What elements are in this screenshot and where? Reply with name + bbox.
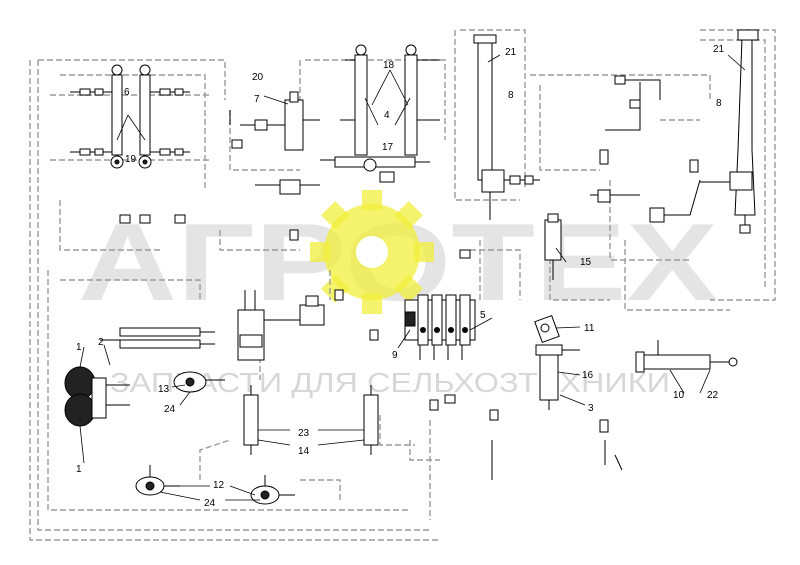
pressure-filter-16	[535, 344, 580, 410]
pump-11	[534, 314, 560, 344]
gear-logo-icon	[310, 190, 434, 314]
callout-24-left: 24	[164, 404, 176, 415]
callout-10: 10	[673, 390, 685, 401]
callout-8-left: 8	[508, 90, 514, 101]
leader-lines	[79, 54, 746, 501]
callout-5: 5	[480, 310, 486, 321]
callout-4: 4	[384, 110, 390, 121]
valve-block-7	[229, 91, 320, 195]
fitting-network-right	[590, 75, 701, 223]
misc-fittings	[119, 214, 623, 480]
callout-12: 12	[213, 480, 225, 491]
cylinder-pair-18	[320, 44, 440, 183]
callout-21-right: 21	[713, 44, 725, 55]
callout-17: 17	[382, 142, 394, 153]
callout-9: 9	[392, 350, 398, 361]
callout-13: 13	[158, 384, 170, 395]
callout-1-bottom: 1	[76, 464, 82, 475]
callout-3: 3	[588, 403, 594, 414]
callout-14: 14	[298, 446, 310, 457]
callout-labels: 6 19 20 7 18 4 17 21 8 21 8 15 5 11 9 16…	[76, 44, 725, 509]
control-valve-bank-9	[404, 294, 476, 360]
callout-20: 20	[252, 72, 264, 83]
watermark: АГРОТЕХ ЗАПЧАСТИ ДЛЯ СЕЛЬХОЗТЕХНИКИ	[78, 190, 718, 398]
callout-1-top: 1	[76, 342, 82, 353]
callout-23: 23	[298, 428, 310, 439]
callout-18: 18	[383, 60, 395, 71]
callout-21-left: 21	[505, 47, 517, 58]
callout-2: 2	[98, 337, 104, 348]
long-cylinder-21-right	[700, 29, 759, 234]
cylinder-pair-6	[70, 64, 190, 169]
callout-22: 22	[707, 390, 719, 401]
callout-24-bottom: 24	[204, 498, 216, 509]
cylinder-10	[635, 340, 738, 373]
callout-16: 16	[582, 370, 594, 381]
pipe-run-2	[100, 327, 215, 349]
callout-11: 11	[584, 323, 595, 334]
callout-19: 19	[125, 154, 137, 165]
distributor-block	[237, 290, 325, 361]
callout-8-right: 8	[716, 98, 722, 109]
callout-7: 7	[254, 94, 260, 105]
callout-15: 15	[580, 257, 592, 268]
callout-6: 6	[124, 87, 130, 98]
cylinder-pair-23	[243, 385, 379, 455]
long-cylinder-21-left	[473, 34, 540, 220]
tank-assembly-1	[64, 366, 130, 427]
motor-pair-12	[135, 465, 295, 505]
